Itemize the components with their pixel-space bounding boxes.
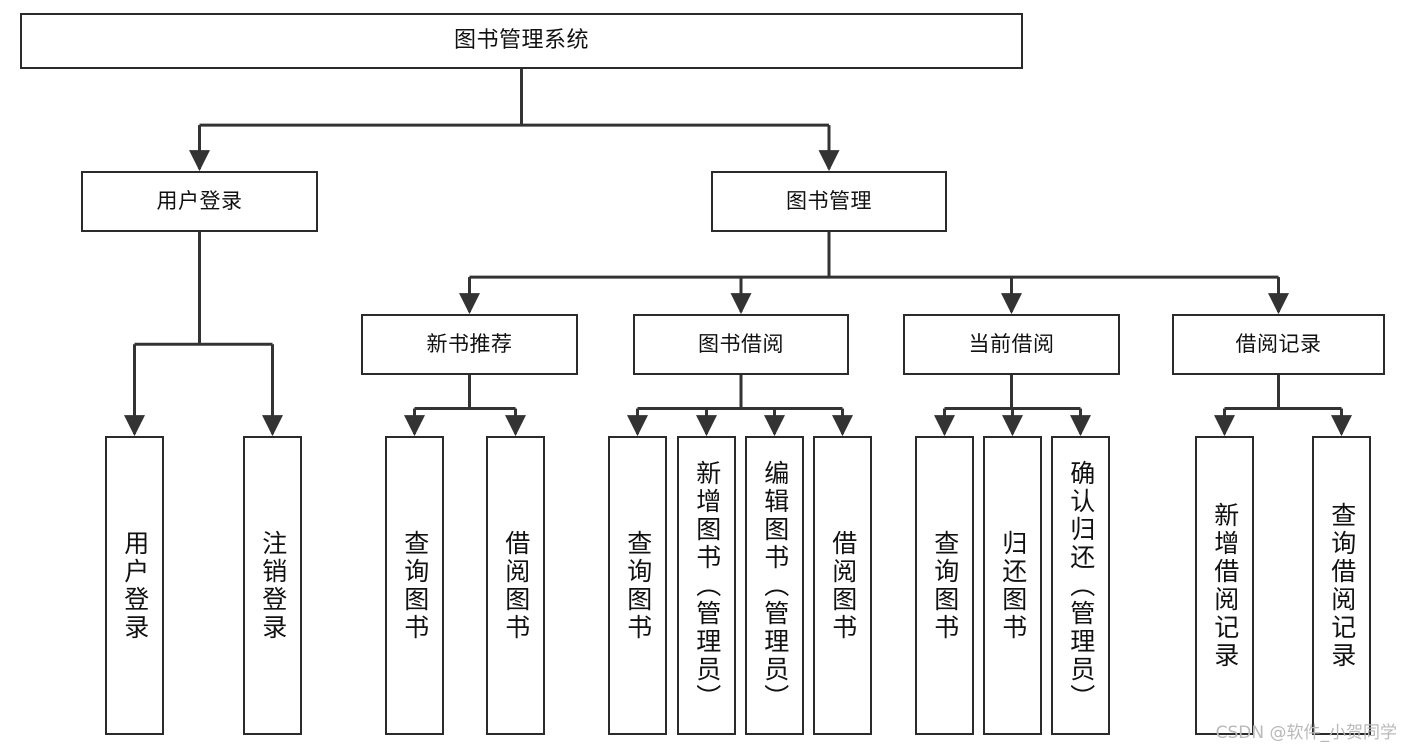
node-login[interactable]: 用户登录 [81,171,318,232]
node-label: 归还图书 [998,529,1028,642]
node-l-confirm-c[interactable]: 确认归还（管理员） [1051,436,1110,735]
node-l-query-r[interactable]: 查询借阅记录 [1312,436,1371,735]
node-l-add-b[interactable]: 新增图书（管理员） [677,436,736,735]
node-label: 新增借阅记录 [1210,501,1240,670]
node-l-query-c[interactable]: 查询图书 [915,436,974,735]
node-label: 查询图书 [930,529,960,642]
node-label: 图书管理 [786,189,872,214]
node-newbook[interactable]: 新书推荐 [361,314,578,375]
node-l-return-c[interactable]: 归还图书 [983,436,1042,735]
node-label: 图书借阅 [698,332,784,357]
node-label: 查询图书 [400,529,430,642]
node-label: 借阅图书 [828,529,858,642]
node-l-add-r[interactable]: 新增借阅记录 [1195,436,1254,735]
node-l-borrow-new[interactable]: 借阅图书 [486,436,545,735]
node-label: 当前借阅 [968,332,1055,357]
node-label: 新增图书（管理员） [692,459,722,712]
node-label: 查询借阅记录 [1327,501,1357,670]
node-label: 借阅记录 [1235,332,1322,357]
node-label: 查询图书 [623,529,653,642]
node-l-logout[interactable]: 注销登录 [243,436,302,735]
node-l-login[interactable]: 用户登录 [105,436,164,735]
node-label: 用户登录 [156,189,243,214]
node-l-borrow-b[interactable]: 借阅图书 [813,436,872,735]
node-l-edit-b[interactable]: 编辑图书（管理员） [745,436,804,735]
node-label: 新书推荐 [426,332,513,357]
node-label: 借阅图书 [501,529,531,642]
node-current[interactable]: 当前借阅 [903,314,1120,375]
node-root[interactable]: 图书管理系统 [20,13,1023,69]
node-bookmgmt[interactable]: 图书管理 [711,171,947,232]
node-records[interactable]: 借阅记录 [1172,314,1385,375]
node-l-query-b[interactable]: 查询图书 [608,436,667,735]
node-borrow[interactable]: 图书借阅 [633,314,849,375]
node-l-query-new[interactable]: 查询图书 [385,436,444,735]
node-label: 注销登录 [258,529,288,642]
node-label: 图书管理系统 [453,28,589,54]
node-label: 编辑图书（管理员） [760,459,790,712]
node-label: 确认归还（管理员） [1066,459,1096,712]
node-label: 用户登录 [120,529,150,642]
